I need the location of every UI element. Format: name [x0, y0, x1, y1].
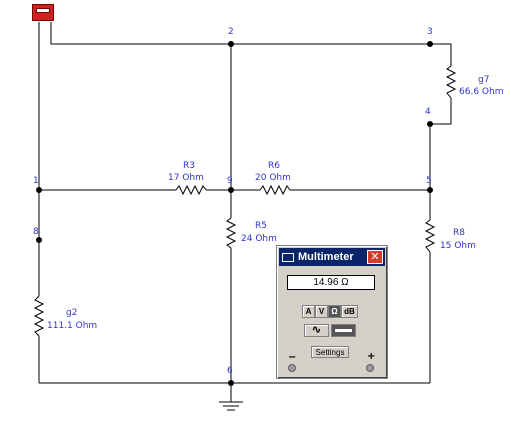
node-label-4: 4: [425, 107, 431, 117]
minus-terminal[interactable]: [288, 364, 296, 372]
dc-line-icon[interactable]: [331, 324, 356, 337]
node-label-2: 2: [228, 27, 234, 37]
multimeter-window[interactable]: Multimeter ✕ 14.96 Ω A V Ω dB ∿ Settings…: [276, 245, 388, 379]
wire-g7-bottom: [430, 98, 452, 125]
window-app-icon: [282, 252, 294, 262]
r8-name: R8: [453, 228, 465, 238]
node-label-8: 8: [33, 227, 39, 237]
r3-name: R3: [183, 161, 195, 171]
g7-name: g7: [478, 75, 489, 85]
r5-value: 24 Ohm: [241, 234, 277, 244]
mode-db-button[interactable]: dB: [341, 305, 358, 318]
g2-value: 111.1 Ohm: [47, 321, 97, 331]
plus-terminal[interactable]: [366, 364, 374, 372]
node-label-9: 9: [227, 176, 233, 186]
resistor-g7[interactable]: [445, 65, 457, 99]
minus-terminal-label: −: [288, 352, 297, 363]
node-label-6: 6: [227, 366, 233, 376]
r3-value: 17 Ohm: [168, 173, 204, 183]
node-label-5: 5: [426, 176, 432, 186]
g7-value: 66.6 Ohm: [459, 87, 503, 97]
resistor-r8[interactable]: [424, 219, 436, 253]
multimeter-titlebar[interactable]: Multimeter ✕: [279, 248, 385, 266]
wire-g7-top: [430, 43, 452, 66]
wires: [38, 22, 452, 402]
resistor-g2[interactable]: [33, 295, 45, 337]
multimeter-title: Multimeter: [298, 251, 354, 263]
r6-value: 20 Ohm: [255, 173, 291, 183]
node-label-1: 1: [33, 176, 39, 186]
resistor-r3[interactable]: [175, 184, 207, 196]
r8-value: 15 Ohm: [440, 241, 476, 251]
resistor-r5[interactable]: [225, 217, 237, 249]
settings-button[interactable]: Settings: [311, 346, 349, 358]
r5-name: R5: [255, 221, 267, 231]
dc-line-mark: [335, 329, 352, 332]
close-icon[interactable]: ✕: [367, 250, 383, 264]
mode-ammeter-button[interactable]: A: [302, 305, 315, 318]
mode-voltmeter-button[interactable]: V: [315, 305, 328, 318]
mode-ohmmeter-button[interactable]: Ω: [328, 305, 341, 318]
multimeter-reading: 14.96 Ω: [287, 275, 375, 290]
junction-dots: [36, 41, 433, 386]
resistor-r6[interactable]: [259, 184, 291, 196]
probe-display: [36, 8, 50, 13]
multimeter-probe-icon[interactable]: [32, 4, 54, 21]
plus-terminal-label: +: [367, 351, 376, 362]
ground-icon: [219, 401, 243, 411]
node-label-3: 3: [427, 27, 433, 37]
ac-wave-icon[interactable]: ∿: [304, 324, 329, 337]
wire-top: [50, 22, 430, 45]
g2-name: g2: [66, 308, 77, 318]
r6-name: R6: [268, 161, 280, 171]
